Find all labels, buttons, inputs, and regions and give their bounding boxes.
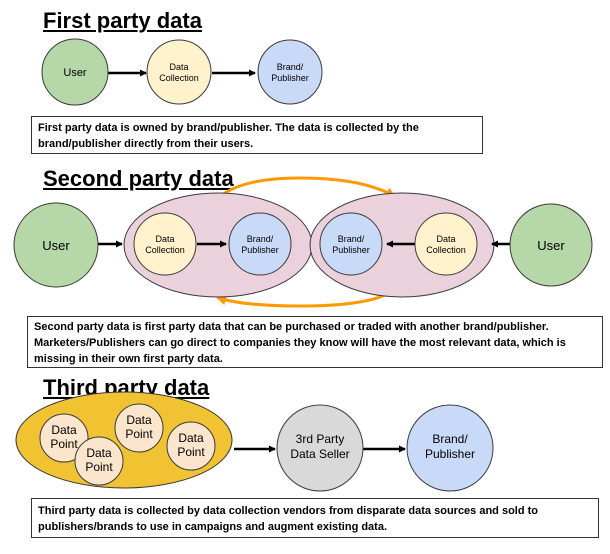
tp-data-point-3: Data Point (166, 421, 216, 471)
tp-brand-node: Brand/ Publisher (406, 404, 494, 492)
sp-collection-left-label-1: Data (155, 234, 174, 244)
tp-point-4-label-2: Point (85, 460, 113, 474)
sp-exchange-arrow-bottom (216, 288, 395, 308)
sp-brand-right-label-1: Brand/ (338, 234, 365, 244)
fp-collection-node: Data Collection (146, 39, 212, 105)
fp-collection-label-2: Collection (159, 73, 199, 83)
tp-data-point-1: Data Point (39, 413, 89, 463)
tp-point-2-label-2: Point (125, 427, 153, 441)
sp-user-right-label: User (537, 238, 565, 253)
sp-collection-right-node: Data Collection (414, 212, 478, 276)
sp-user-right-node: User (509, 203, 593, 287)
tp-brand-label-1: Brand/ (432, 432, 468, 446)
first-party-description: First party data is owned by brand/publi… (31, 116, 483, 154)
fp-collection-label-1: Data (169, 62, 188, 72)
third-party-description: Third party data is collected by data co… (31, 498, 599, 538)
sp-collection-left-label-2: Collection (145, 245, 185, 255)
fp-user-node: User (41, 38, 109, 106)
tp-point-3-label-2: Point (177, 445, 205, 459)
fp-user-label: User (63, 67, 87, 79)
tp-data-point-4: Data Point (74, 436, 124, 486)
sp-collection-right-label-2: Collection (426, 245, 466, 255)
tp-point-2-label-1: Data (126, 413, 152, 427)
tp-seller-label-2: Data Seller (290, 447, 349, 461)
sp-brand-left-label-1: Brand/ (247, 234, 274, 244)
fp-brand-label-2: Publisher (271, 73, 309, 83)
sp-brand-right-node: Brand/ Publisher (319, 212, 383, 276)
tp-seller-node: 3rd Party Data Seller (276, 404, 364, 492)
second-party-description: Second party data is first party data th… (27, 316, 603, 368)
tp-point-1-label-1: Data (51, 423, 77, 437)
first-party-heading: First party data (43, 8, 202, 33)
sp-user-left-node: User (13, 202, 99, 288)
sp-brand-right-label-2: Publisher (332, 245, 370, 255)
tp-point-1-label-2: Point (50, 437, 78, 451)
sp-collection-left-node: Data Collection (133, 212, 197, 276)
fp-brand-node: Brand/ Publisher (257, 39, 323, 105)
sp-user-left-label: User (42, 238, 70, 253)
second-party-heading: Second party data (43, 166, 234, 191)
sp-brand-left-node: Brand/ Publisher (228, 212, 292, 276)
tp-brand-label-2: Publisher (425, 447, 475, 461)
tp-point-3-label-1: Data (178, 431, 204, 445)
sp-collection-right-label-1: Data (436, 234, 455, 244)
sp-brand-left-label-2: Publisher (241, 245, 279, 255)
tp-point-4-label-1: Data (86, 446, 112, 460)
fp-brand-label-1: Brand/ (277, 62, 304, 72)
tp-data-point-2: Data Point (114, 403, 164, 453)
sp-exchange-arrow-top (214, 176, 396, 202)
tp-seller-label-1: 3rd Party (296, 432, 345, 446)
